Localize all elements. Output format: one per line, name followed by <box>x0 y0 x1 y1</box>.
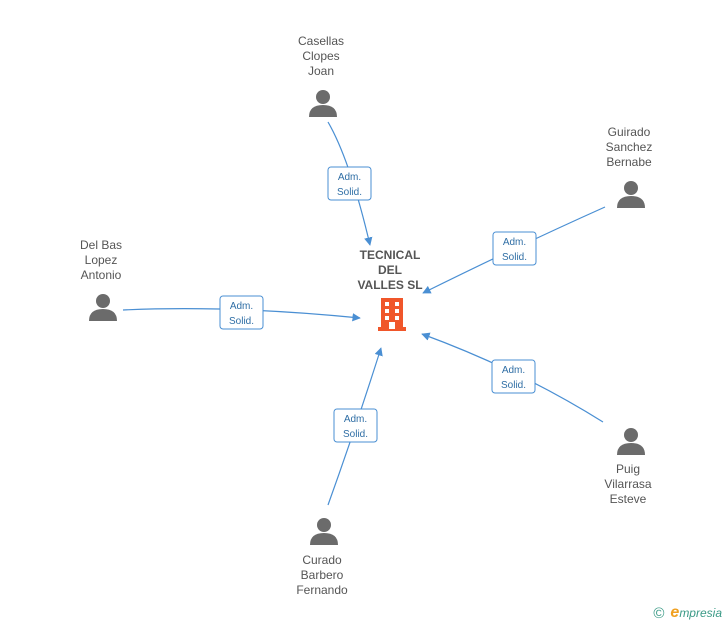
person-guirado[interactable]: Guirado Sanchez Bernabe <box>606 125 653 208</box>
copyright-icon: © <box>653 604 665 622</box>
role-line-1: Adm. <box>503 237 526 248</box>
person-name-line-2: Vilarrasa <box>604 477 651 491</box>
role-box-casellas[interactable]: Adm. Solid. <box>327 166 372 201</box>
person-icon <box>617 181 645 208</box>
person-name-line-3: Antonio <box>81 268 122 282</box>
role-box-curado[interactable]: Adm. Solid. <box>333 408 378 443</box>
role-line-1: Adm. <box>344 414 367 425</box>
person-name-line-2: Clopes <box>302 49 339 63</box>
building-icon <box>378 298 406 331</box>
person-name-line-1: Puig <box>616 462 640 476</box>
role-line-2: Solid. <box>343 429 368 440</box>
role-line-1: Adm. <box>338 172 361 183</box>
person-name-line-2: Barbero <box>301 568 344 582</box>
person-name-line-2: Sanchez <box>606 140 653 154</box>
person-name-line-3: Fernando <box>296 583 348 597</box>
role-line-1: Adm. <box>230 301 253 312</box>
brand-logo-initial: e <box>670 604 680 621</box>
person-name-line-1: Casellas <box>298 34 344 48</box>
person-icon <box>617 428 645 455</box>
person-icon <box>310 518 338 545</box>
person-name-line-2: Lopez <box>85 253 118 267</box>
person-curado[interactable]: Curado Barbero Fernando <box>296 518 348 597</box>
person-name-line-1: Guirado <box>608 125 651 139</box>
center-label-line-1: TECNICAL <box>360 248 421 262</box>
person-icon <box>89 294 117 321</box>
person-name-line-3: Bernabe <box>606 155 652 169</box>
person-delbas[interactable]: Del Bas Lopez Antonio <box>80 238 122 321</box>
role-line-2: Solid. <box>501 380 526 391</box>
person-name-line-3: Joan <box>308 64 334 78</box>
person-casellas[interactable]: Casellas Clopes Joan <box>298 34 344 117</box>
person-name-line-1: Curado <box>302 553 342 567</box>
brand-logo-text: mpresia <box>679 606 722 620</box>
role-box-guirado[interactable]: Adm. Solid. <box>492 231 537 266</box>
role-line-2: Solid. <box>337 187 362 198</box>
footer-brand: © e mpresia <box>653 604 722 622</box>
person-puig[interactable]: Puig Vilarrasa Esteve <box>604 428 652 506</box>
role-line-2: Solid. <box>502 252 527 263</box>
person-name-line-3: Esteve <box>610 492 647 506</box>
person-icon <box>309 90 337 117</box>
center-label-line-3: VALLES SL <box>357 278 422 292</box>
role-line-2: Solid. <box>229 316 254 327</box>
person-name-line-1: Del Bas <box>80 238 122 252</box>
role-line-1: Adm. <box>502 365 525 376</box>
center-label-line-2: DEL <box>378 263 402 277</box>
role-box-delbas[interactable]: Adm. Solid. <box>219 295 264 330</box>
center-company[interactable]: TECNICAL DEL VALLES SL <box>357 248 423 331</box>
role-box-puig[interactable]: Adm. Solid. <box>491 359 536 394</box>
